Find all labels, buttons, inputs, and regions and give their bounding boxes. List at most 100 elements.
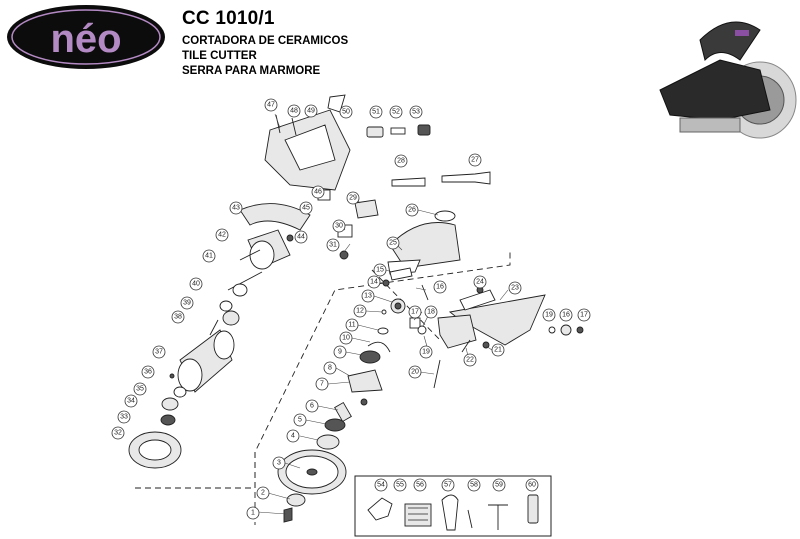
callout-6: 6 bbox=[305, 399, 319, 413]
svg-text:17: 17 bbox=[411, 309, 419, 316]
callout-2: 2 bbox=[256, 486, 270, 500]
callout-1: 1 bbox=[246, 506, 260, 520]
title-en: TILE CUTTER bbox=[182, 50, 257, 62]
callout-4: 4 bbox=[286, 429, 300, 443]
callout-markers: 1 2 3 4 5 6 7 8 9 10 11 12 13 14 15 16 1… bbox=[111, 98, 591, 520]
callout-46: 46 bbox=[311, 185, 325, 199]
callout-50: 50 bbox=[339, 105, 353, 119]
callout-59: 59 bbox=[492, 478, 506, 492]
callout-58: 58 bbox=[467, 478, 481, 492]
callout-48: 48 bbox=[287, 104, 301, 118]
callout-33: 33 bbox=[117, 410, 131, 424]
svg-text:8: 8 bbox=[328, 365, 332, 372]
svg-text:18: 18 bbox=[427, 309, 435, 316]
svg-text:3: 3 bbox=[277, 460, 281, 467]
svg-text:38: 38 bbox=[174, 314, 182, 321]
svg-text:28: 28 bbox=[397, 158, 405, 165]
svg-text:42: 42 bbox=[218, 232, 226, 239]
callout-36: 36 bbox=[141, 365, 155, 379]
callout-37: 37 bbox=[152, 345, 166, 359]
svg-text:35: 35 bbox=[136, 386, 144, 393]
callout-28: 28 bbox=[394, 154, 408, 168]
callout-57: 57 bbox=[441, 478, 455, 492]
callout-34: 34 bbox=[124, 394, 138, 408]
svg-text:55: 55 bbox=[396, 482, 404, 489]
callout-19b: 19 bbox=[542, 308, 556, 322]
callout-24: 24 bbox=[473, 275, 487, 289]
callout-27: 27 bbox=[468, 153, 482, 167]
svg-text:46: 46 bbox=[314, 189, 322, 196]
callout-3: 3 bbox=[272, 456, 286, 470]
callout-32: 32 bbox=[111, 426, 125, 440]
svg-text:1: 1 bbox=[251, 510, 255, 517]
logo-wordmark: néo bbox=[50, 17, 121, 61]
svg-text:15: 15 bbox=[376, 267, 384, 274]
svg-text:19: 19 bbox=[422, 349, 430, 356]
svg-text:26: 26 bbox=[408, 207, 416, 214]
callout-43: 43 bbox=[229, 201, 243, 215]
svg-text:17: 17 bbox=[580, 312, 588, 319]
callout-12: 12 bbox=[353, 304, 367, 318]
callout-15: 15 bbox=[373, 263, 387, 277]
svg-text:23: 23 bbox=[511, 285, 519, 292]
blade-guard bbox=[389, 222, 461, 269]
product-photo bbox=[659, 21, 797, 139]
svg-text:33: 33 bbox=[120, 414, 128, 421]
callout-39: 39 bbox=[180, 296, 194, 310]
svg-text:13: 13 bbox=[364, 293, 372, 300]
svg-text:29: 29 bbox=[349, 195, 357, 202]
svg-text:57: 57 bbox=[444, 482, 452, 489]
svg-text:12: 12 bbox=[356, 308, 364, 315]
svg-text:10: 10 bbox=[342, 335, 350, 342]
svg-text:52: 52 bbox=[392, 109, 400, 116]
callout-53: 53 bbox=[409, 105, 423, 119]
svg-text:5: 5 bbox=[298, 417, 302, 424]
callout-5: 5 bbox=[293, 413, 307, 427]
model-number: CC 1010/1 bbox=[182, 8, 275, 29]
callout-23: 23 bbox=[508, 281, 522, 295]
svg-text:47: 47 bbox=[267, 102, 275, 109]
callout-38: 38 bbox=[171, 310, 185, 324]
svg-text:30: 30 bbox=[335, 223, 343, 230]
svg-text:11: 11 bbox=[348, 322, 355, 329]
accessories bbox=[367, 494, 539, 531]
svg-text:48: 48 bbox=[290, 108, 298, 115]
svg-text:53: 53 bbox=[412, 109, 420, 116]
svg-text:24: 24 bbox=[476, 279, 484, 286]
callout-49: 49 bbox=[304, 104, 318, 118]
svg-text:27: 27 bbox=[471, 157, 479, 164]
svg-text:36: 36 bbox=[144, 369, 152, 376]
callout-35: 35 bbox=[133, 382, 147, 396]
callout-20: 20 bbox=[408, 365, 422, 379]
callout-21: 21 bbox=[491, 343, 505, 357]
title-pt: SERRA PARA MARMORE bbox=[182, 65, 321, 77]
callout-26: 26 bbox=[405, 203, 419, 217]
svg-text:22: 22 bbox=[466, 357, 474, 364]
title-es: CORTADORA DE CERAMICOS bbox=[182, 35, 349, 47]
neo-logo: néo bbox=[7, 5, 165, 69]
callout-16b: 16 bbox=[559, 308, 573, 322]
svg-text:21: 21 bbox=[494, 347, 502, 354]
callout-60: 60 bbox=[525, 478, 539, 492]
svg-text:9: 9 bbox=[338, 349, 342, 356]
svg-text:45: 45 bbox=[302, 205, 310, 212]
title-block: CC 1010/1 CORTADORA DE CERAMICOS TILE CU… bbox=[182, 8, 348, 79]
callout-19: 19 bbox=[419, 345, 433, 359]
callout-14: 14 bbox=[367, 275, 381, 289]
callout-31: 31 bbox=[326, 238, 340, 252]
callout-22: 22 bbox=[463, 353, 477, 367]
svg-text:14: 14 bbox=[370, 279, 378, 286]
svg-text:39: 39 bbox=[183, 300, 191, 307]
svg-text:2: 2 bbox=[261, 490, 265, 497]
callout-40: 40 bbox=[189, 277, 203, 291]
callout-17: 17 bbox=[408, 305, 422, 319]
svg-text:49: 49 bbox=[307, 108, 315, 115]
callout-52: 52 bbox=[389, 105, 403, 119]
callout-45: 45 bbox=[299, 201, 313, 215]
svg-text:16: 16 bbox=[436, 284, 444, 291]
callout-29: 29 bbox=[346, 191, 360, 205]
svg-text:54: 54 bbox=[377, 482, 385, 489]
svg-text:58: 58 bbox=[470, 482, 478, 489]
svg-text:40: 40 bbox=[192, 281, 200, 288]
